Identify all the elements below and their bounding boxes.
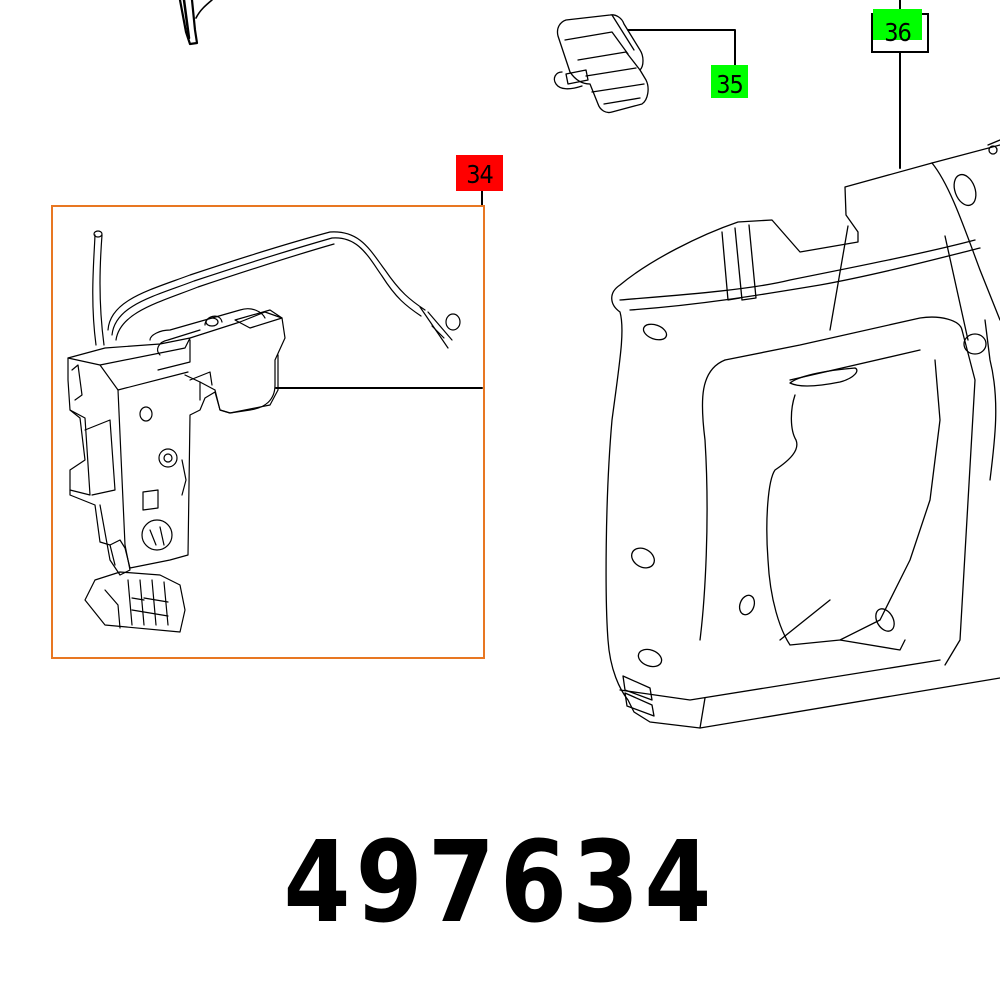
part-34-switch-assembly <box>67 230 461 633</box>
part-number-title: 497634 <box>283 818 717 948</box>
callout-label-35[interactable]: 35 <box>711 65 748 99</box>
callout-label-36[interactable]: 36 <box>873 9 922 47</box>
part-35-clip <box>553 14 649 114</box>
callout-34-group-frame <box>51 205 485 659</box>
partial-part-top-left <box>178 0 213 46</box>
leader-line-35 <box>627 29 736 69</box>
part-36-housing <box>605 139 1000 729</box>
callout-label-34[interactable]: 34 <box>456 155 503 191</box>
